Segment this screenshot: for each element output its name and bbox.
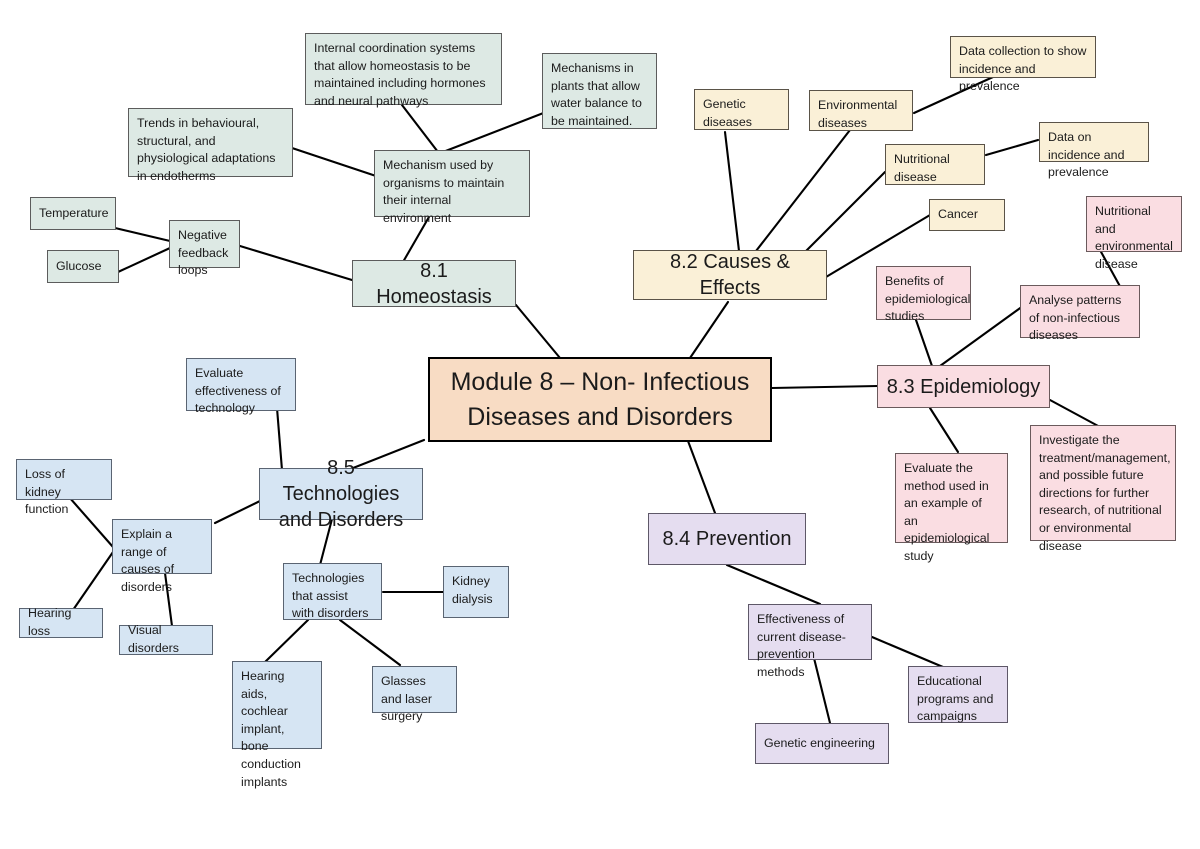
- edge-effectiveness-educational: [870, 635, 945, 669]
- node-analyse-patterns[interactable]: Analyse patterns of non-infectious disea…: [1020, 285, 1140, 342]
- edge-nutritional-dataincidence: [984, 138, 1040, 157]
- hub-8-5-technologies-disorders[interactable]: 8.5 Technologies and Disorders: [259, 457, 423, 531]
- node-nutritional-disease[interactable]: Nutritional disease: [885, 144, 985, 185]
- node-evaluate-effectiveness-technology[interactable]: Evaluate effectiveness of technology: [186, 358, 296, 415]
- edge-epidemiology-benefits: [914, 318, 934, 368]
- node-data-collection[interactable]: Data collection to show incidence and pr…: [950, 36, 1096, 93]
- node-effectiveness-prevention-methods[interactable]: Effectiveness of current disease-prevent…: [748, 604, 872, 679]
- node-visual-disorders[interactable]: Visual disorders: [119, 623, 213, 655]
- node-technologies-assist-disorders[interactable]: Technologies that assist with disorders: [283, 563, 382, 620]
- node-hearing-aids[interactable]: Hearing aids, cochlear implant, bone con…: [232, 661, 322, 789]
- hub-8-3-epidemiology[interactable]: 8.3 Epidemiology: [877, 365, 1050, 408]
- edge-central-prevention: [686, 439, 717, 515]
- edge-mechanism-internalcoord: [400, 103, 440, 154]
- node-explain-causes-disorders[interactable]: Explain a range of causes of disorders: [112, 519, 212, 594]
- central-node[interactable]: Module 8 – Non- Infectious Diseases and …: [428, 357, 772, 442]
- node-genetic-diseases[interactable]: Genetic diseases: [694, 89, 789, 130]
- node-plant-mechanisms[interactable]: Mechanisms in plants that allow water ba…: [542, 53, 657, 129]
- node-negative-feedback-loops[interactable]: Negative feedback loops: [169, 220, 240, 277]
- hub-8-2-causes-effects[interactable]: 8.2 Causes & Effects: [633, 250, 827, 300]
- node-educational-programs[interactable]: Educational programs and campaigns: [908, 666, 1008, 723]
- node-glasses-laser-surgery[interactable]: Glasses and laser surgery: [372, 666, 457, 723]
- node-cancer[interactable]: Cancer: [929, 199, 1005, 231]
- node-hearing-loss[interactable]: Hearing loss: [19, 606, 103, 638]
- edge-mechanism-trends: [290, 146, 378, 178]
- edge-mechanism-plants: [441, 110, 548, 154]
- hub-8-1-homeostasis[interactable]: 8.1 Homeostasis: [352, 260, 516, 308]
- edge-prevention-effectiveness: [725, 563, 822, 606]
- node-data-incidence-prevalence[interactable]: Data on incidence and prevalence: [1039, 122, 1149, 179]
- node-genetic-engineering[interactable]: Genetic engineering: [755, 723, 889, 764]
- edge-techassist-hearingaids: [263, 618, 310, 664]
- node-benefits-epidemiological-studies[interactable]: Benefits of epidemiological studies: [876, 266, 971, 323]
- edge-central-epidemiology: [770, 384, 880, 390]
- edge-techassist-glasses: [338, 618, 402, 667]
- edge-causes-environmental: [754, 128, 852, 253]
- node-kidney-dialysis[interactable]: Kidney dialysis: [443, 566, 509, 618]
- node-evaluate-method[interactable]: Evaluate the method used in an example o…: [895, 453, 1008, 563]
- edge-causes-genetic: [723, 130, 741, 253]
- edge-epidemiology-evaluate: [928, 406, 960, 454]
- hub-8-4-prevention[interactable]: 8.4 Prevention: [648, 513, 806, 565]
- edge-causes-nutritional: [804, 170, 887, 253]
- edge-central-homeostasis: [514, 303, 562, 360]
- edge-explain-hearingloss: [71, 550, 115, 612]
- edge-epidemiology-investigate: [1048, 398, 1102, 429]
- node-nutritional-environmental-disease[interactable]: Nutritional and environmental disease: [1086, 196, 1182, 271]
- node-trends-adaptations[interactable]: Trends in behavioural, structural, and p…: [128, 108, 293, 183]
- edge-technologies-explain: [213, 498, 264, 525]
- edge-homeostasis-negfeedback: [238, 244, 354, 282]
- node-investigate-treatment[interactable]: Investigate the treatment/management, an…: [1030, 425, 1176, 553]
- node-temperature[interactable]: Temperature: [30, 197, 116, 230]
- node-internal-coordination[interactable]: Internal coordination systems that allow…: [305, 33, 502, 108]
- node-loss-kidney-function[interactable]: Loss of kidney function: [16, 459, 112, 516]
- node-mechanism-internal-environment[interactable]: Mechanism used by organisms to maintain …: [374, 150, 530, 225]
- edge-negfeedback-temperature: [113, 226, 172, 243]
- edge-negfeedback-glucose: [116, 246, 172, 274]
- edge-central-causes: [688, 300, 730, 360]
- node-glucose[interactable]: Glucose: [47, 250, 119, 283]
- node-environmental-diseases[interactable]: Environmental diseases: [809, 90, 913, 131]
